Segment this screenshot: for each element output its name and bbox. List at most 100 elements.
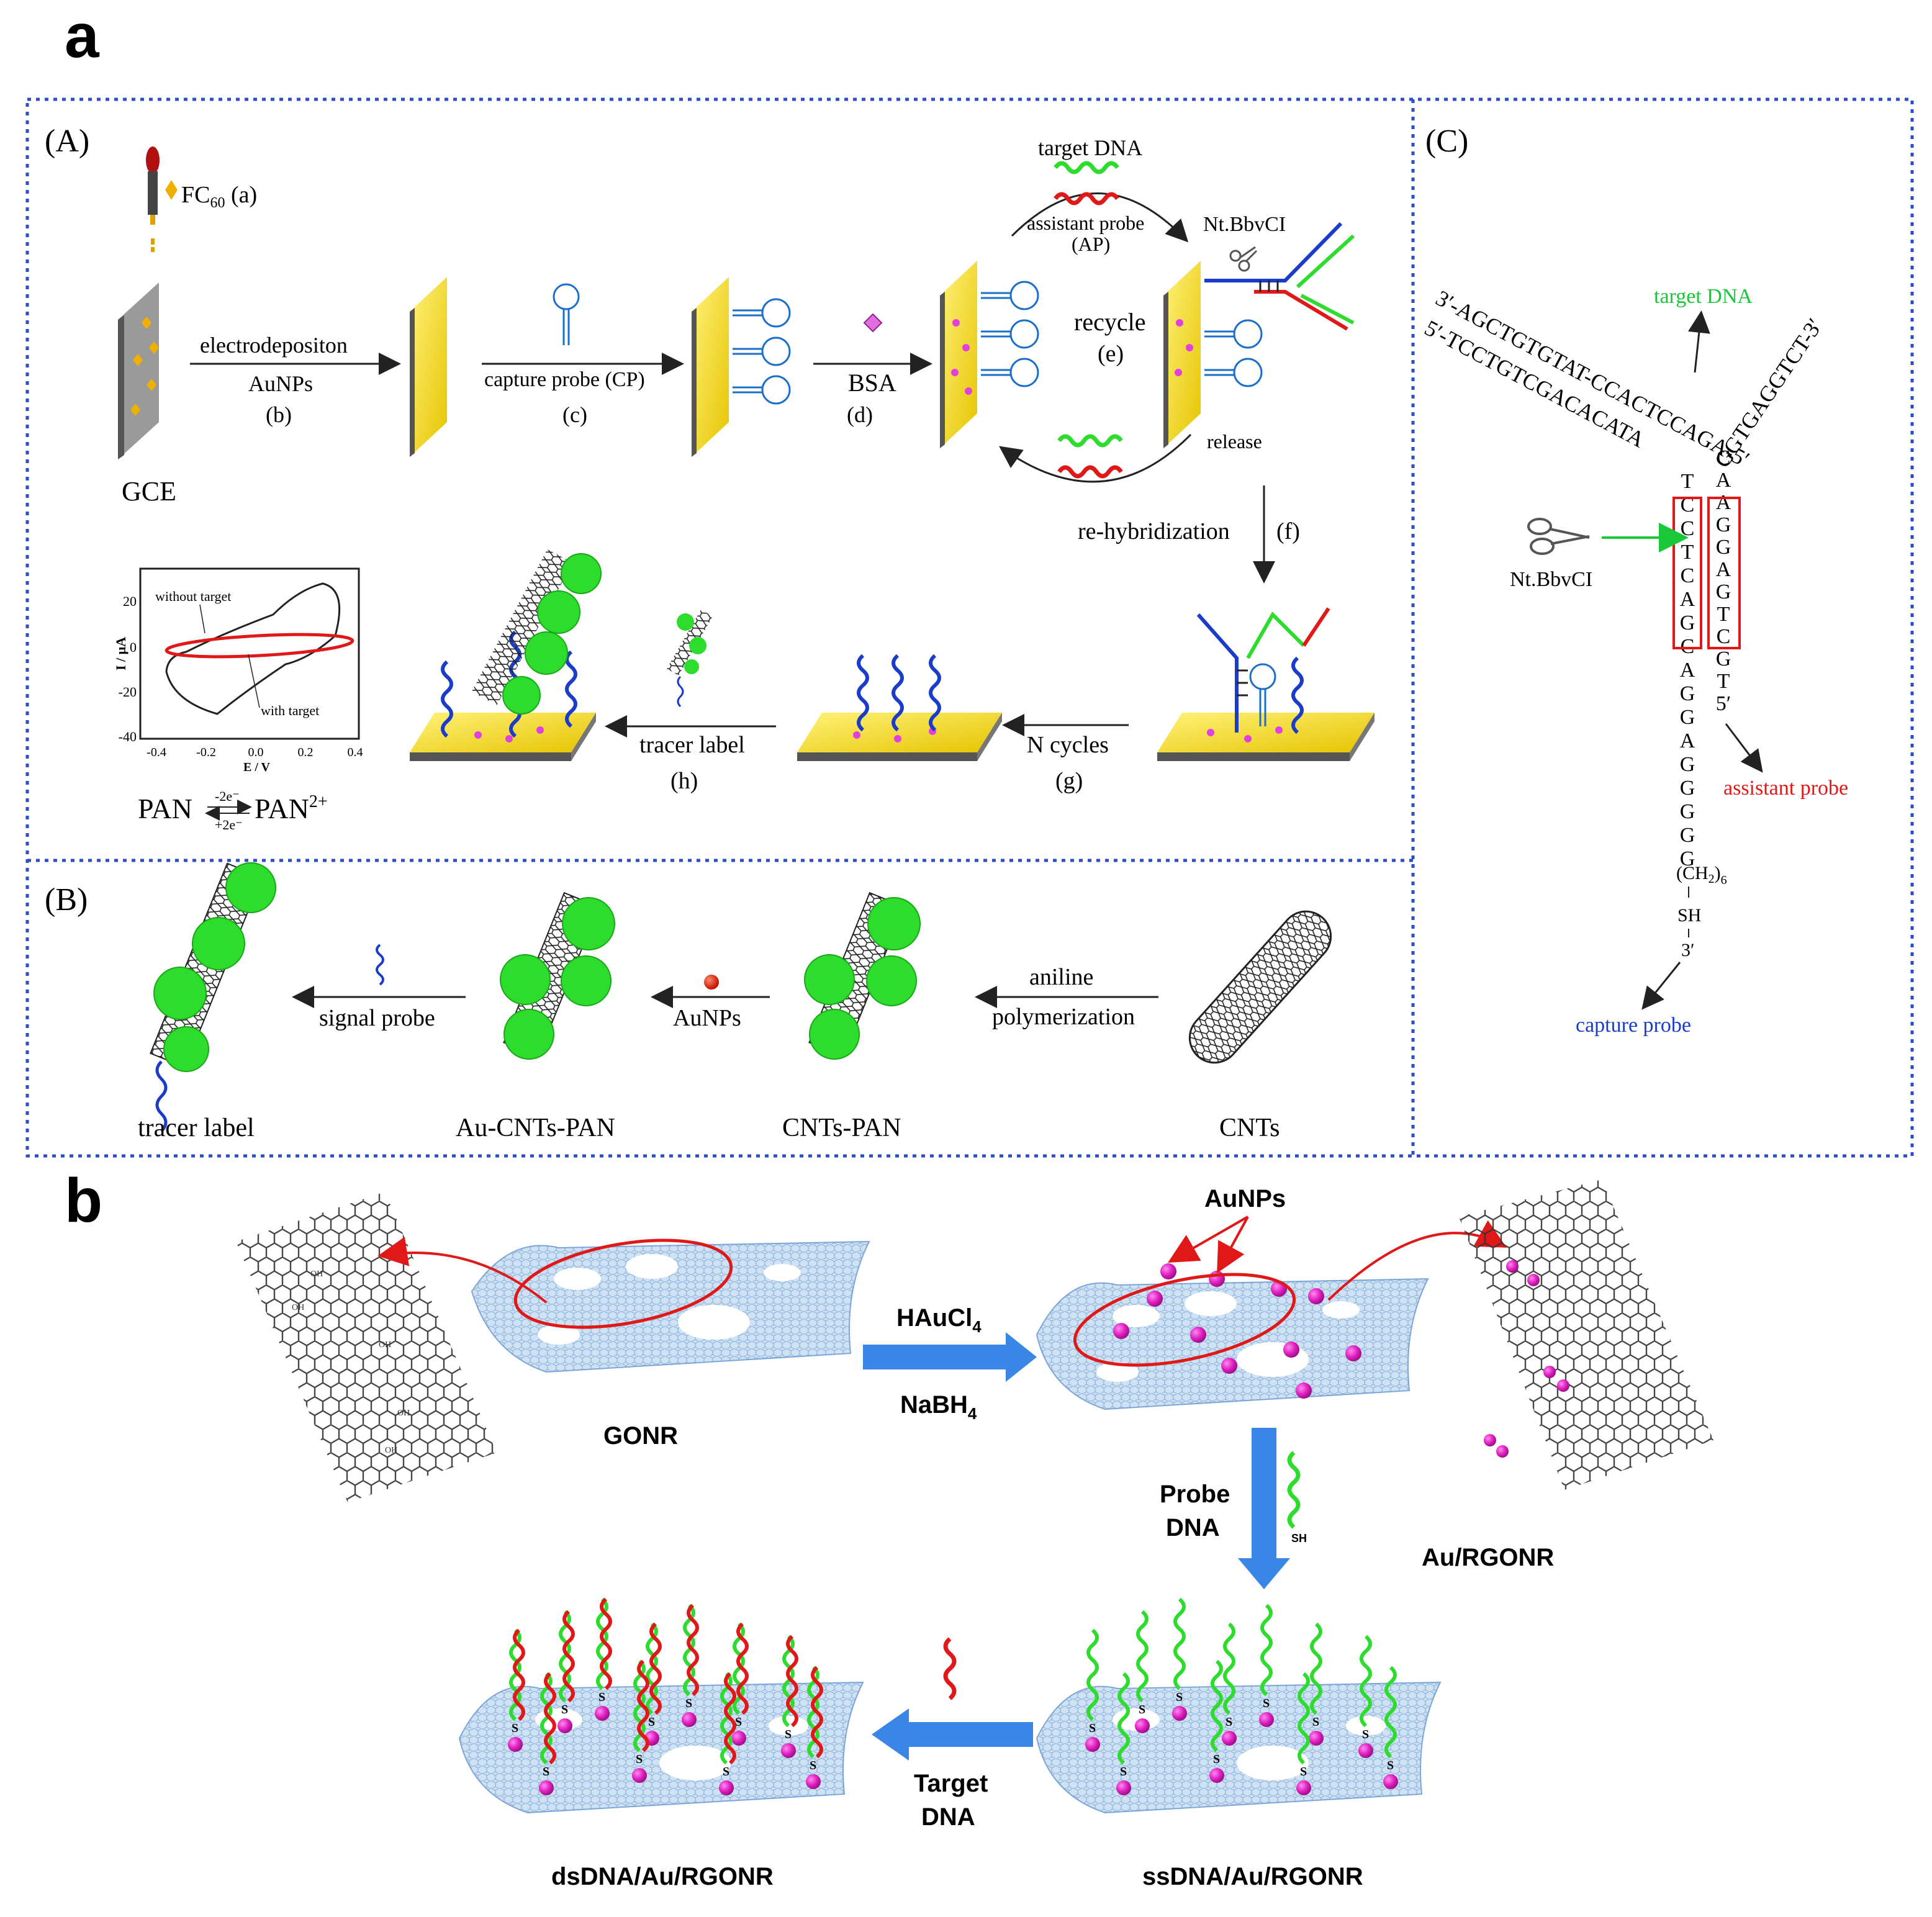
seq-right-10: T bbox=[1717, 670, 1730, 693]
seq-right-9: G bbox=[1716, 647, 1731, 670]
ds-label: dsDNA/Au/RGONR bbox=[551, 1863, 774, 1890]
cv-xlabel: E / V bbox=[243, 760, 271, 774]
aunps-pointer-1 bbox=[1168, 1216, 1248, 1263]
step-b-top: electrodepositon bbox=[200, 333, 348, 358]
assistant-probe-wave-bottom bbox=[1057, 465, 1123, 479]
step-c-top: capture probe (CP) bbox=[484, 368, 645, 391]
svg-text:S: S bbox=[1312, 1715, 1319, 1729]
section-C-label: (C) bbox=[1425, 124, 1468, 159]
seq-left-12: G bbox=[1680, 753, 1695, 776]
seq-right-11: 5′ bbox=[1716, 692, 1731, 715]
capture-probe-icon bbox=[553, 283, 580, 345]
cnts-pan-label: CNTs-PAN bbox=[782, 1114, 901, 1142]
seq-left-16: G bbox=[1680, 847, 1695, 870]
svg-text:S: S bbox=[1300, 1765, 1307, 1779]
recycle-arc-bottom bbox=[999, 433, 1192, 483]
target-label: Target bbox=[914, 1770, 988, 1797]
svg-text:OH: OH bbox=[385, 1446, 397, 1455]
au-rgonr-sheet bbox=[1036, 1263, 1429, 1410]
ss-strand-9: S bbox=[1296, 1672, 1311, 1795]
seq-right-1: A bbox=[1716, 469, 1731, 492]
svg-text:-0.4: -0.4 bbox=[147, 746, 166, 759]
svg-text:S: S bbox=[1176, 1690, 1183, 1704]
svg-text:S: S bbox=[636, 1752, 643, 1766]
svg-text:OH: OH bbox=[292, 1303, 304, 1312]
nabh4-label: NaBH4 bbox=[900, 1391, 977, 1423]
cnt-tracer-label bbox=[150, 862, 276, 1132]
seq-left-9: G bbox=[1680, 682, 1695, 705]
ds-strand-2: S bbox=[595, 1597, 612, 1721]
svg-text:S: S bbox=[648, 1715, 655, 1729]
seq-right-0: C bbox=[1717, 446, 1731, 469]
step-c-bot: (c) bbox=[562, 402, 587, 427]
nick-box-left bbox=[1672, 497, 1702, 649]
gold-electrode-2 bbox=[692, 277, 791, 457]
svg-text:OH: OH bbox=[310, 1270, 323, 1279]
n-cycles-g: (g) bbox=[1055, 768, 1083, 794]
probe-dna-label: DNA bbox=[1166, 1514, 1220, 1541]
ds-strand-1: S bbox=[557, 1610, 575, 1733]
zoom-arrow-gonr bbox=[377, 1237, 548, 1304]
svg-text:S: S bbox=[785, 1728, 792, 1741]
panel-b-letter: b bbox=[65, 1166, 102, 1235]
cnts-pan bbox=[804, 891, 921, 1060]
svg-text:S: S bbox=[1226, 1715, 1232, 1729]
au-cnts-pan-label: Au-CNTs-PAN bbox=[456, 1114, 615, 1142]
gonr-sheet bbox=[471, 1238, 870, 1373]
release-label: release bbox=[1207, 430, 1262, 453]
n-cycles-label: N cycles bbox=[1027, 732, 1109, 758]
svg-text:-0.2: -0.2 bbox=[196, 746, 216, 759]
ds-strand-7: S bbox=[539, 1672, 556, 1795]
target-dna-label-A: target DNA bbox=[1038, 135, 1142, 160]
ss-strand-5: S bbox=[1309, 1622, 1324, 1746]
strand-top-left: 3′-AGCTGTGTAT-CCACTCCAGA-5′ bbox=[1432, 286, 1753, 472]
target-dna-pointer bbox=[1687, 310, 1710, 373]
capture-probe-pointer bbox=[1641, 962, 1681, 1010]
target-dna-wave-bottom bbox=[1057, 434, 1123, 448]
seq-left-7: C bbox=[1681, 635, 1695, 658]
gold-electrode-1 bbox=[410, 277, 447, 457]
flat-electrode-h bbox=[797, 654, 1002, 761]
svg-text:0.0: 0.0 bbox=[248, 746, 264, 759]
seq-left-4: C bbox=[1681, 564, 1695, 587]
three-prime-C: 3′ bbox=[1681, 940, 1695, 960]
pan-bot: +2e⁻ bbox=[215, 817, 243, 832]
sh-label-C: SH bbox=[1677, 905, 1701, 926]
seq-left-5: A bbox=[1680, 588, 1695, 611]
ds-strand-5: S bbox=[731, 1622, 749, 1746]
recycle-label: recycle bbox=[1074, 308, 1145, 336]
capture-probe-label-C: capture probe bbox=[1576, 1014, 1691, 1037]
cv-without-label: without target bbox=[155, 589, 231, 604]
seq-left-6: G bbox=[1680, 611, 1695, 634]
svg-text:0.4: 0.4 bbox=[348, 746, 363, 759]
aniline-label: aniline bbox=[1029, 964, 1093, 990]
seq-left-0: T bbox=[1681, 470, 1694, 493]
panel-a-letter: a bbox=[65, 1, 100, 71]
svg-text:S: S bbox=[1089, 1721, 1096, 1735]
ds-strand-10: S bbox=[806, 1666, 823, 1789]
svg-text:-20: -20 bbox=[119, 684, 137, 700]
recycle-arc-top bbox=[1011, 192, 1189, 243]
arrow-target-dna bbox=[872, 1708, 1033, 1761]
tracer-h: (h) bbox=[670, 768, 698, 794]
probe-label: Probe bbox=[1160, 1481, 1230, 1508]
probe-sh-label: SH bbox=[1291, 1532, 1307, 1545]
svg-text:S: S bbox=[1387, 1759, 1394, 1772]
panel-a-borders bbox=[25, 97, 1914, 1158]
gold-electrode-4 bbox=[1163, 222, 1355, 448]
seq-right-3: G bbox=[1716, 513, 1731, 536]
nick-box-right bbox=[1707, 497, 1741, 649]
ds-strand-6: S bbox=[781, 1635, 798, 1758]
step-b-bot: (b) bbox=[266, 402, 292, 427]
au-cnts-pan bbox=[500, 891, 615, 1060]
arrow-probe-dna bbox=[1238, 1428, 1290, 1589]
rgo-structure-right bbox=[1459, 1180, 1713, 1490]
small-tracer-icon bbox=[666, 609, 713, 708]
ss-strand-2: S bbox=[1172, 1597, 1187, 1721]
gonr-label: GONR bbox=[603, 1422, 678, 1450]
svg-text:S: S bbox=[598, 1690, 605, 1704]
pan-left: PAN bbox=[138, 793, 192, 824]
